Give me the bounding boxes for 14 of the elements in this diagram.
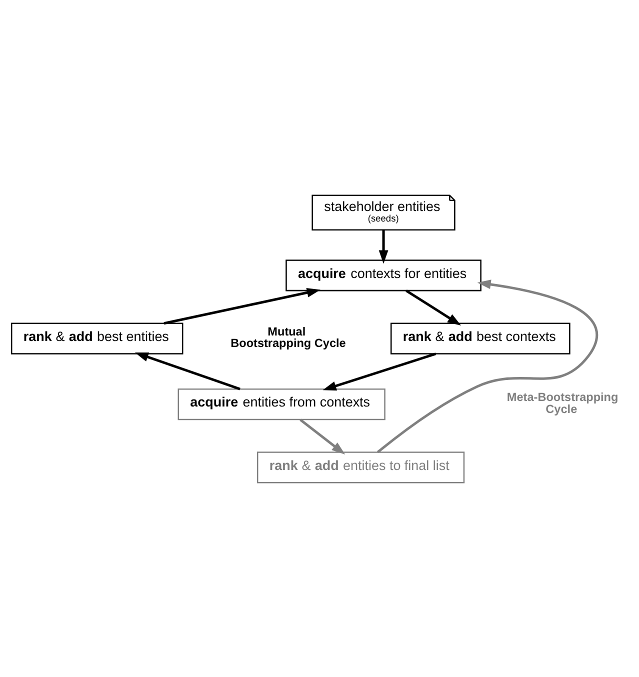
arrow	[322, 352, 436, 390]
arrow	[164, 287, 320, 324]
node-box: acquire entities from contexts	[178, 388, 386, 420]
node-box: rank & add best contexts	[390, 322, 570, 354]
label: Meta-Bootstrapping Cycle	[506, 390, 618, 416]
node-box: rank & add best entities	[10, 322, 184, 354]
label: Mutual Bootstrapping Cycle	[230, 324, 346, 350]
arrow	[300, 418, 346, 454]
arrow	[376, 279, 598, 453]
node-box: acquire contexts for entities	[286, 259, 482, 291]
arrow	[378, 230, 388, 264]
arrow	[134, 352, 240, 390]
arrow	[406, 289, 462, 325]
node-box: rank & add entities to final list	[256, 451, 465, 483]
